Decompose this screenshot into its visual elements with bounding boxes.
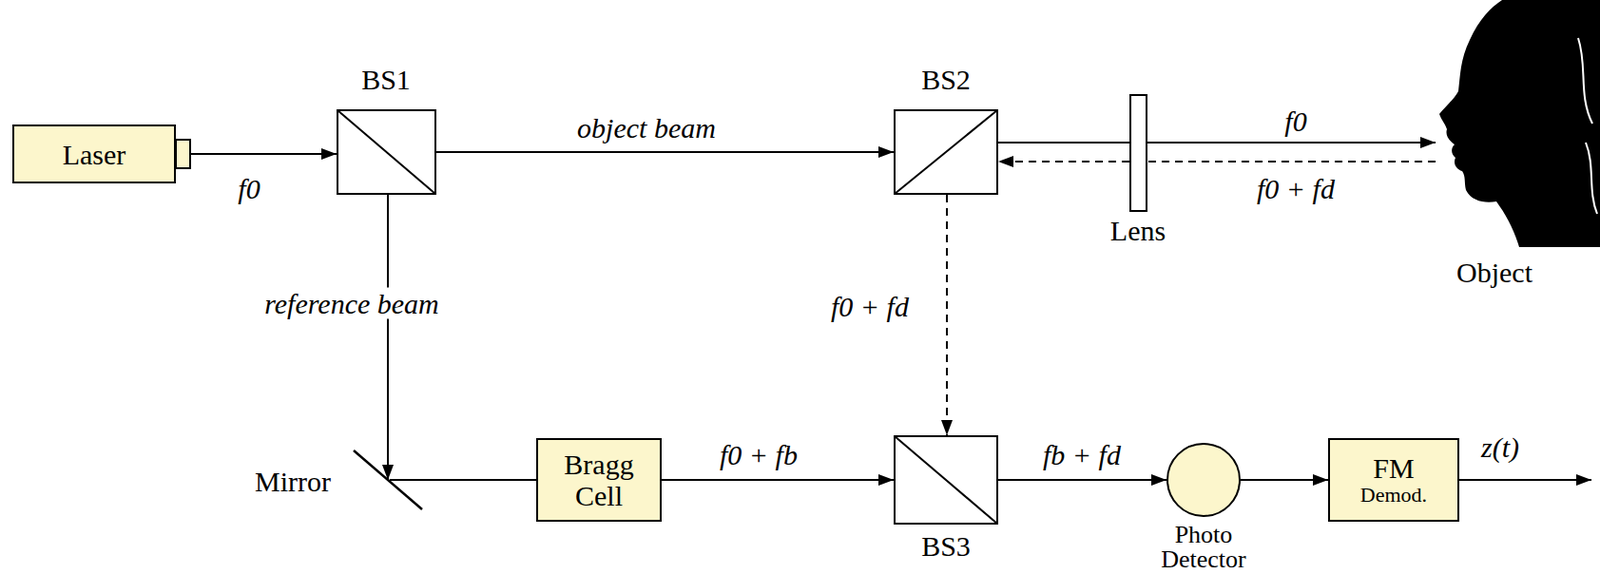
cube-outline	[894, 436, 998, 524]
beam-label: f0 + fd	[1253, 173, 1338, 205]
node-outline	[893, 435, 999, 525]
beam-connector	[386, 194, 389, 481]
output-arrow	[1459, 479, 1592, 482]
beam-label: object beam	[574, 112, 719, 144]
cube-outline	[337, 110, 436, 194]
node-outline	[1166, 443, 1241, 518]
laser-aperture	[175, 139, 191, 169]
node-text: Object	[1456, 258, 1533, 288]
node-text: Bragg Cell	[551, 448, 647, 512]
beam-label: f0 + fd	[828, 290, 912, 323]
cube-outline	[894, 110, 998, 194]
beam-splitter: BS3	[893, 435, 999, 525]
mirror-symbol: Mirror	[351, 446, 425, 514]
node-text: Laser	[62, 138, 127, 171]
mirror-line	[353, 450, 423, 510]
hair-strands	[1578, 38, 1598, 214]
node-text: Mirror	[254, 467, 331, 497]
beam-label: f0 + fb	[716, 439, 801, 471]
beam-connector	[661, 479, 894, 482]
beam-label: f0	[1281, 105, 1310, 137]
detector-circle	[1167, 443, 1240, 517]
node-text: BS1	[361, 65, 411, 95]
beam-label: f0	[234, 173, 263, 205]
head-silhouette	[1439, 0, 1600, 248]
node-text: Demod.	[1360, 483, 1427, 507]
beam-label: fb + fd	[1040, 439, 1124, 471]
node-outline	[336, 109, 437, 195]
beam-connector	[998, 141, 1436, 144]
beam-connector	[389, 479, 537, 482]
node-text: FM	[1372, 452, 1414, 484]
beam-connector	[1240, 479, 1329, 482]
signal-name: z(t)	[1478, 431, 1523, 463]
beam-connector	[190, 153, 337, 155]
photo-detector: Photo Detector	[1166, 443, 1241, 518]
beam-splitter: BS2	[893, 109, 999, 195]
device-box: Laser	[12, 124, 176, 184]
node-outline	[893, 109, 999, 195]
beam-connector	[998, 479, 1167, 482]
beam-connector	[436, 151, 894, 154]
device-box: FMDemod.	[1328, 438, 1460, 522]
node-text: Photo Detector	[1141, 522, 1266, 573]
lens-symbol	[1130, 95, 1147, 212]
beam-label: reference beam	[261, 288, 443, 320]
node-text: BS2	[921, 65, 971, 95]
splitter-diagonal	[337, 110, 436, 194]
beam-connector	[945, 194, 948, 436]
part-name: Lens	[1107, 214, 1169, 247]
object-silhouette: Object	[1435, 0, 1600, 248]
beam-connector	[998, 160, 1436, 163]
splitter-diagonal	[894, 110, 998, 194]
node-outline	[1435, 0, 1600, 248]
node-text: BS3	[921, 532, 971, 561]
device-box: Bragg Cell	[536, 438, 662, 522]
beam-splitter: BS1	[336, 109, 437, 195]
node-outline	[351, 446, 425, 514]
splitter-diagonal	[894, 436, 998, 524]
